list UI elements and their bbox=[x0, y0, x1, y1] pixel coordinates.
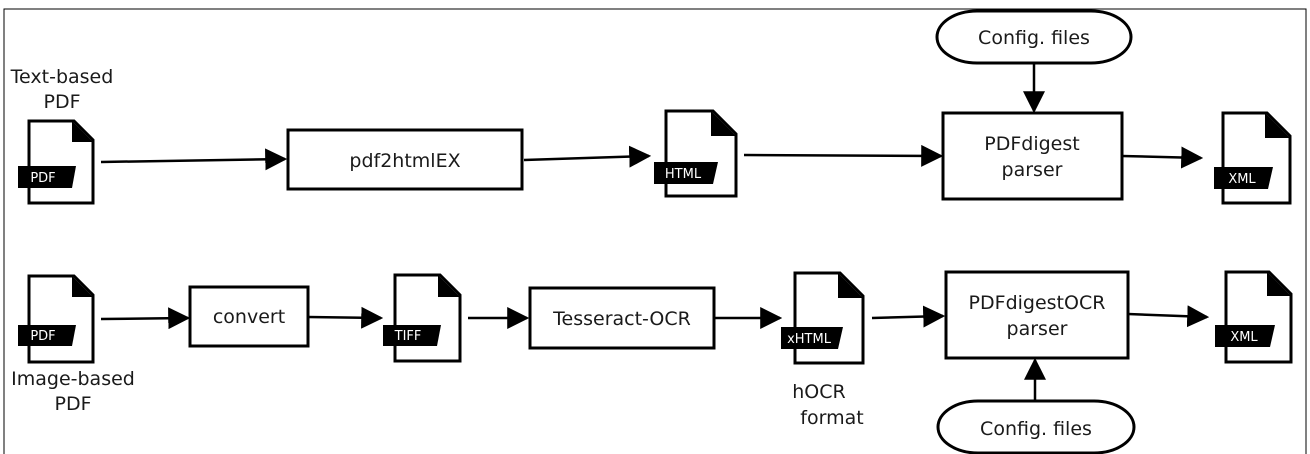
pdf2htmlex-box bbox=[286, 128, 524, 191]
xhtml-document-icon: xHTML bbox=[781, 271, 865, 365]
edge-pdf2htmlex-to-html bbox=[523, 145, 652, 168]
bottom-input-caption-line2: PDF bbox=[54, 393, 91, 415]
pdfdigest-parser-label-line2: parser bbox=[1002, 159, 1063, 181]
edge-xhtml-to-pdfdigestocr bbox=[871, 305, 946, 328]
top-output-xml-document-icon: XML bbox=[1214, 111, 1292, 205]
top-config-files-label: Config. files bbox=[978, 27, 1090, 49]
edge-pdfdigestocr-to-xml bbox=[1127, 305, 1210, 328]
html-doc-label: HTML bbox=[665, 167, 702, 182]
top-input-doc-label: PDF bbox=[30, 171, 55, 186]
convert-label: convert bbox=[213, 306, 285, 328]
edge-convert-to-tiff bbox=[307, 306, 384, 329]
xhtml-caption-line1: hOCR bbox=[792, 381, 845, 403]
bottom-config-files-label: Config. files bbox=[980, 418, 1092, 440]
pdfdigestocr-parser-label-line2: parser bbox=[1007, 318, 1068, 340]
tesseract-ocr-box bbox=[528, 286, 716, 350]
pdfdigest-parser-box bbox=[941, 111, 1124, 201]
xhtml-caption-line2: format bbox=[800, 407, 863, 429]
top-output-doc-label: XML bbox=[1228, 172, 1256, 187]
top-input-pdf-document-icon: PDF bbox=[18, 119, 95, 205]
tesseract-ocr-label: Tesseract-OCR bbox=[552, 308, 691, 330]
top-input-caption-line1: Text-based bbox=[10, 66, 114, 88]
pdfdigest-parser-label-line1: PDFdigest bbox=[984, 133, 1079, 155]
convert-box bbox=[188, 285, 310, 348]
bottom-input-doc-label: PDF bbox=[30, 329, 55, 344]
edge-pdf-to-pdf2htmlex bbox=[100, 148, 288, 171]
html-document-icon: HTML bbox=[654, 109, 738, 198]
bottom-output-doc-label: XML bbox=[1230, 330, 1258, 345]
edge-html-to-pdfdigest bbox=[743, 144, 944, 167]
tiff-document-icon: TIFF bbox=[383, 273, 462, 363]
diagram-frame bbox=[3, 8, 1307, 454]
bottom-input-caption-line1: Image-based bbox=[11, 368, 135, 390]
pdf2htmlex-label: pdf2htmlEX bbox=[349, 150, 460, 172]
bottom-input-pdf-document-icon: PDF bbox=[18, 274, 95, 364]
pdfdigestocr-parser-box bbox=[944, 270, 1130, 360]
edge-pdfdigest-to-xml bbox=[1121, 146, 1204, 169]
pdfdigestocr-parser-label-line1: PDFdigestOCR bbox=[969, 292, 1106, 314]
bottom-output-xml-document-icon: XML bbox=[1215, 270, 1293, 364]
tiff-doc-label: TIFF bbox=[394, 329, 422, 344]
bottom-config-files-ellipse bbox=[936, 399, 1136, 454]
edge-pdf-to-convert bbox=[100, 307, 191, 330]
top-input-caption-line2: PDF bbox=[43, 91, 80, 113]
xhtml-doc-label: xHTML bbox=[787, 332, 832, 347]
